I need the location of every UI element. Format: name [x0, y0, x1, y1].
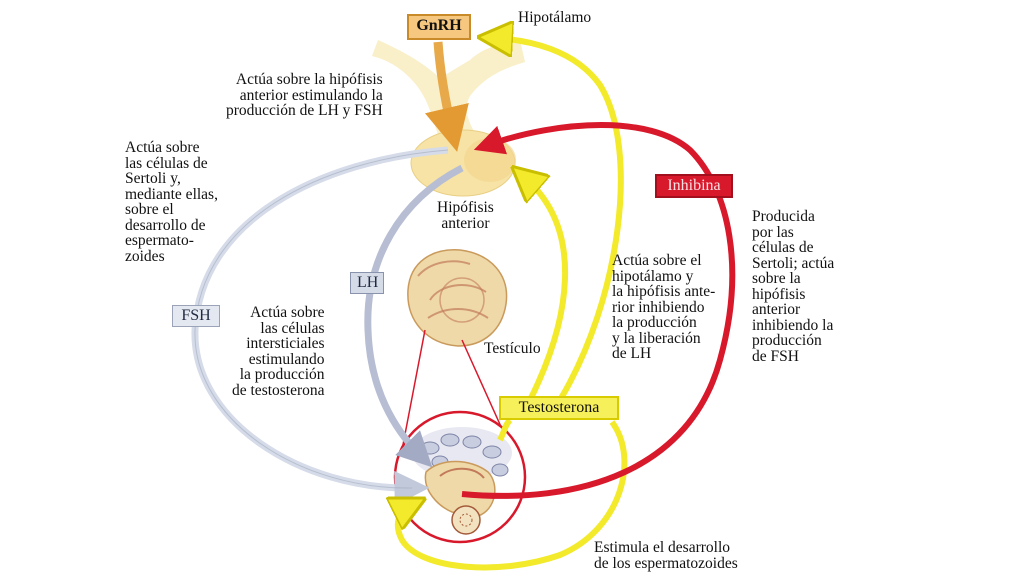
gnrh-badge: GnRH: [407, 14, 471, 40]
hypothalamus-shape: [372, 40, 525, 140]
inhibin-arrow: [461, 122, 736, 499]
gnrh-arrow: [424, 41, 469, 152]
lh-badge: LH: [350, 272, 384, 294]
testis-shape: [407, 249, 508, 347]
testis-label: Testículo: [484, 340, 541, 357]
fsh-action-text: Actúa sobre las células de Sertoli y, me…: [125, 139, 218, 265]
pituitary-label: Hipófisis anterior: [437, 199, 494, 232]
lh-action-text: Actúa sobre las células intersticiales e…: [232, 304, 325, 399]
testosterone-to-hypothalamus-arrow: [495, 38, 624, 402]
testosterone-to-pituitary-arrow: [525, 178, 569, 402]
testosterone-badge: Testosterona: [499, 396, 619, 420]
lh-arrow: [364, 164, 464, 468]
sperm-development-text: Estimula el desarrollo de los espermatoz…: [594, 539, 738, 572]
hypothalamus-label: Hipotálamo: [518, 9, 592, 26]
testosterone-to-sperm-arrow: [398, 420, 628, 571]
inhibin-action-text: Producida por las células de Sertoli; ac…: [752, 208, 835, 365]
inhibin-badge: Inhibina: [655, 174, 733, 198]
fsh-badge: FSH: [172, 305, 220, 327]
gnrh-action-text: Actúa sobre la hipófisis anterior estimu…: [226, 71, 383, 119]
testosterone-action-text: Actúa sobre el hipotálamo y la hipófisis…: [612, 252, 716, 362]
